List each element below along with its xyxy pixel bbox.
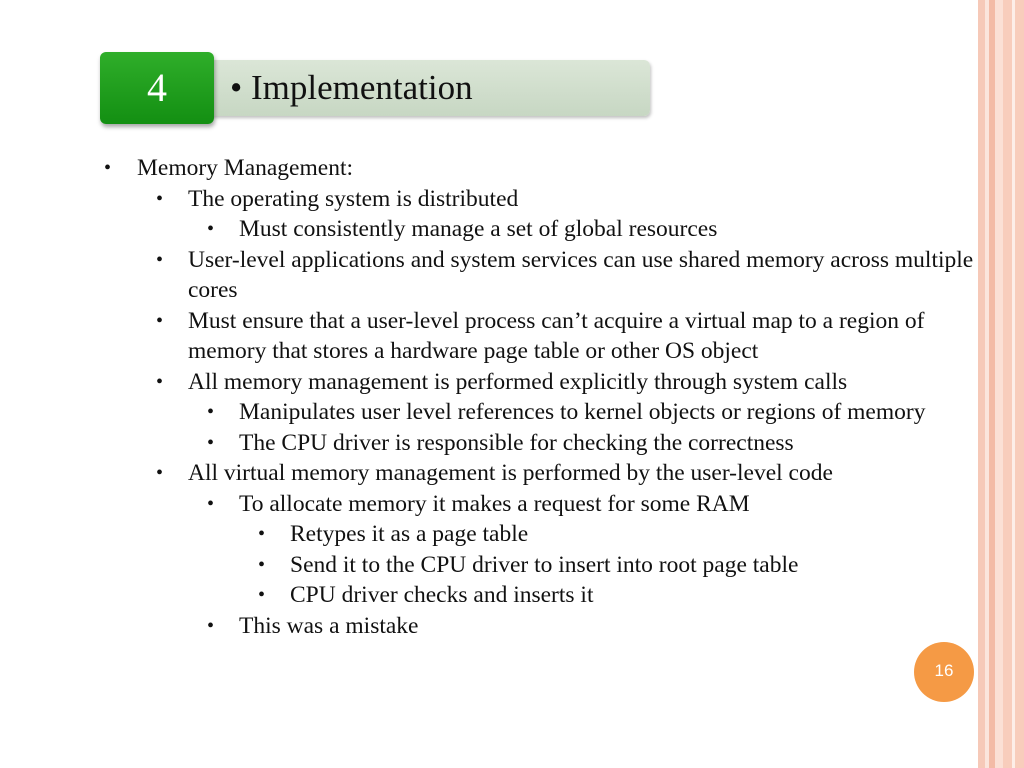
bullet-icon: •	[207, 614, 215, 637]
list-item-text: Retypes it as a page table	[290, 521, 529, 547]
list-item: • Manipulates user level references to ke…	[0, 397, 980, 428]
list-item-text: All virtual memory management is perform…	[188, 460, 833, 486]
list-item-text: User-level applications and system servi…	[188, 246, 974, 304]
list-item-text: Memory Management:	[137, 155, 354, 181]
list-item: • To allocate memory it makes a request f…	[0, 489, 980, 520]
bullet-icon: •	[207, 431, 215, 454]
list-item-text: Must consistently manage a set of global…	[239, 216, 718, 242]
list-item-text: Must ensure that a user-level process ca…	[188, 307, 925, 365]
page-number-badge	[914, 642, 974, 702]
bullet-icon: •	[156, 462, 164, 484]
bullet-icon: •	[207, 401, 215, 423]
list-item-text: The CPU driver is responsible for checki…	[239, 429, 794, 456]
list-item-text: To allocate memory it makes a request fo…	[239, 490, 750, 517]
decorative-stripe	[995, 0, 1003, 768]
decorative-stripe	[985, 0, 989, 768]
list-item: • Must ensure that a user-level process c…	[0, 306, 980, 367]
list-item: • The operating system is distributed	[0, 184, 980, 215]
section-number-box	[100, 52, 214, 124]
title-bullet: •	[230, 68, 243, 107]
bullet-icon: •	[258, 553, 266, 576]
bullet-icon: •	[207, 218, 215, 240]
list-item-text: CPU driver checks and inserts it	[290, 582, 594, 608]
decorative-stripe	[978, 0, 985, 768]
list-item-text: The operating system is distributed	[188, 185, 519, 212]
bullet-icon: •	[258, 584, 266, 606]
section-number: 4	[147, 65, 167, 110]
list-item: • Must consistently manage a set of globa…	[0, 214, 980, 245]
list-item: • CPU driver checks and inserts it	[0, 580, 980, 611]
bullet-icon: •	[156, 309, 164, 332]
bullet-list: • Memory Management: • The operating syste…	[0, 153, 980, 641]
bullet-icon: •	[104, 157, 112, 179]
page-number: 16	[934, 661, 954, 680]
list-item: • Send it to the CPU driver to insert int…	[0, 550, 980, 581]
list-item: • All memory management is performed expl…	[0, 367, 980, 398]
list-item-text: Manipulates user level references to ker…	[239, 399, 926, 425]
list-item: • This was a mistake	[0, 611, 980, 642]
list-item: • All virtual memory management is perfor…	[0, 458, 980, 489]
list-item: • Memory Management:	[0, 153, 980, 184]
bullet-icon: •	[207, 492, 215, 515]
bullet-icon: •	[258, 523, 266, 545]
list-item-text: All memory management is performed expli…	[188, 368, 848, 395]
title-text: Implementation	[251, 68, 473, 107]
slide-title: • Implementation	[230, 68, 473, 108]
bullet-icon: •	[156, 370, 164, 393]
list-item-text: Send it to the CPU driver to insert into…	[290, 551, 799, 578]
decorative-stripe	[1012, 0, 1015, 768]
list-item-text: This was a mistake	[239, 612, 419, 639]
decorative-stripe	[989, 0, 995, 768]
list-item: • User-level applications and system serv…	[0, 245, 980, 306]
bullet-icon: •	[156, 187, 164, 210]
list-item: • Retypes it as a page table	[0, 519, 980, 550]
title-bar	[160, 60, 650, 116]
list-item: • The CPU driver is responsible for check…	[0, 428, 980, 459]
bullet-icon: •	[156, 248, 164, 271]
